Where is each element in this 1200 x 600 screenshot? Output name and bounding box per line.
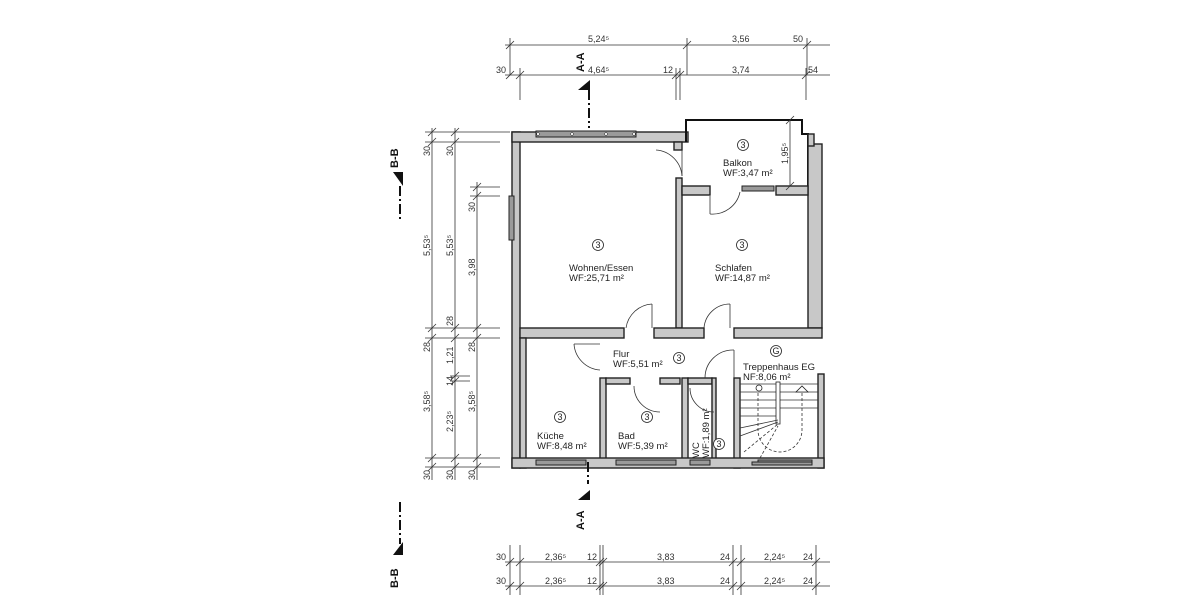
dim-bot2-c: 12 — [587, 576, 597, 586]
dim-top1-c: 50 — [793, 34, 803, 44]
dim-left1-d: 3,58⁵ — [422, 390, 432, 412]
room-area: WF:3,47 m² — [723, 168, 773, 179]
dim-bot1-a: 30 — [496, 552, 506, 562]
dim-left1-e: 30 — [422, 470, 432, 480]
section-marker-bb-bottom: B-B — [389, 502, 403, 588]
room-kueche: 3 Küche WF:8,48 m² — [537, 411, 587, 452]
dim-left2-f: 2,23⁵ — [445, 410, 455, 432]
room-name: Bad — [618, 431, 635, 442]
svg-text:3: 3 — [716, 439, 721, 449]
room-area: WF:25,71 m² — [569, 273, 624, 284]
room-treppenhaus: G Treppenhaus EG NF:8,06 m² — [743, 345, 815, 383]
room-area: NF:8,06 m² — [743, 372, 791, 383]
room-wc: 3 WC WF:1,89 m² — [691, 408, 725, 458]
section-marker-aa-top: A-A — [575, 52, 590, 128]
dim-top2-a: 30 — [496, 65, 506, 75]
dim-left3-b: 3,98 — [467, 258, 477, 276]
dim-top2-d: 3,74 — [732, 65, 750, 75]
dim-left1-c: 28 — [422, 342, 432, 352]
section-marker-aa-bottom: A-A — [575, 462, 590, 530]
dim-top2-c: 12 — [663, 65, 673, 75]
room-flur: 3 Flur WF:5,51 m² — [613, 349, 685, 370]
room-bad: 3 Bad WF:5,39 m² — [618, 411, 668, 452]
dim-left3-e: 30 — [467, 470, 477, 480]
svg-text:A-A: A-A — [575, 52, 587, 72]
top-dimension-chain: 5,24⁵ 3,56 50 30 4,64⁵ 12 3,74 54 — [496, 34, 830, 100]
room-name: WC — [691, 442, 702, 458]
dim-top1-b: 3,56 — [732, 34, 750, 44]
dim-left3-a: 30 — [467, 202, 477, 212]
room-schlafen: 3 Schlafen WF:14,87 m² — [715, 239, 770, 284]
dim-bot2-g: 24 — [803, 576, 813, 586]
dim-top2-b: 4,64⁵ — [588, 65, 610, 75]
dim-left2-g: 30 — [445, 470, 455, 480]
dim-bot2-a: 30 — [496, 576, 506, 586]
stairs — [739, 381, 818, 466]
room-area: WF:14,87 m² — [715, 273, 770, 284]
dim-bot1-b: 2,36⁵ — [545, 552, 567, 562]
dim-left3-c: 28 — [467, 342, 477, 352]
dim-bot1-c: 12 — [587, 552, 597, 562]
room-area: WF:5,39 m² — [618, 441, 668, 452]
room-area: WF:8,48 m² — [537, 441, 587, 452]
left-dimension-chains: 30 5,53⁵ 28 3,58⁵ 30 30 5,53⁵ 28 1,21 14… — [422, 127, 510, 480]
dim-left2-a: 30 — [445, 146, 455, 156]
room-wohnen: 3 Wohnen/Essen WF:25,71 m² — [569, 239, 633, 284]
room-name: Wohnen/Essen — [569, 263, 633, 274]
svg-text:G: G — [772, 346, 779, 356]
dim-bot1-f: 2,24⁵ — [764, 552, 786, 562]
dim-left1-b: 5,53⁵ — [422, 234, 432, 256]
room-balkon: 3 Balkon WF:3,47 m² — [723, 139, 773, 179]
svg-text:1,95⁵: 1,95⁵ — [780, 142, 790, 164]
room-name: Treppenhaus EG — [743, 362, 815, 373]
svg-text:3: 3 — [739, 240, 744, 250]
dim-bot2-e: 24 — [720, 576, 730, 586]
dim-bot1-g: 24 — [803, 552, 813, 562]
dim-left2-e: 14 — [445, 376, 455, 386]
room-area: WF:5,51 m² — [613, 359, 663, 370]
dim-left2-d: 1,21 — [445, 346, 455, 364]
svg-text:A-A: A-A — [575, 510, 587, 530]
dim-left1-a: 30 — [422, 146, 432, 156]
svg-text:3: 3 — [595, 240, 600, 250]
dim-left3-d: 3,58⁵ — [467, 390, 477, 412]
walls — [508, 119, 825, 469]
svg-text:3: 3 — [740, 140, 745, 150]
balkon-depth-dim: 1,95⁵ — [780, 115, 795, 191]
bottom-dimension-chains: 30 2,36⁵ 12 3,83 24 2,24⁵ 24 30 2,36⁵ 12… — [496, 545, 830, 595]
dim-bot2-b: 2,36⁵ — [545, 576, 567, 586]
svg-text:3: 3 — [676, 353, 681, 363]
doors — [573, 149, 741, 413]
room-area: WF:1,89 m² — [701, 408, 712, 458]
room-name: Küche — [537, 431, 564, 442]
svg-text:3: 3 — [644, 412, 649, 422]
dim-left2-c: 28 — [445, 316, 455, 326]
section-marker-bb-top: B-B — [389, 148, 403, 222]
dim-left2-b: 5,53⁵ — [445, 234, 455, 256]
svg-text:B-B: B-B — [389, 568, 401, 588]
svg-text:B-B: B-B — [389, 148, 401, 168]
room-name: Schlafen — [715, 263, 752, 274]
dim-bot2-f: 2,24⁵ — [764, 576, 786, 586]
dim-bot2-d: 3,83 — [657, 576, 675, 586]
room-name: Balkon — [723, 158, 752, 169]
svg-text:3: 3 — [557, 412, 562, 422]
dim-bot1-e: 24 — [720, 552, 730, 562]
dim-bot1-d: 3,83 — [657, 552, 675, 562]
dim-top2-e: 54 — [808, 65, 818, 75]
room-name: Flur — [613, 349, 629, 360]
dim-top1-a: 5,24⁵ — [588, 34, 610, 44]
